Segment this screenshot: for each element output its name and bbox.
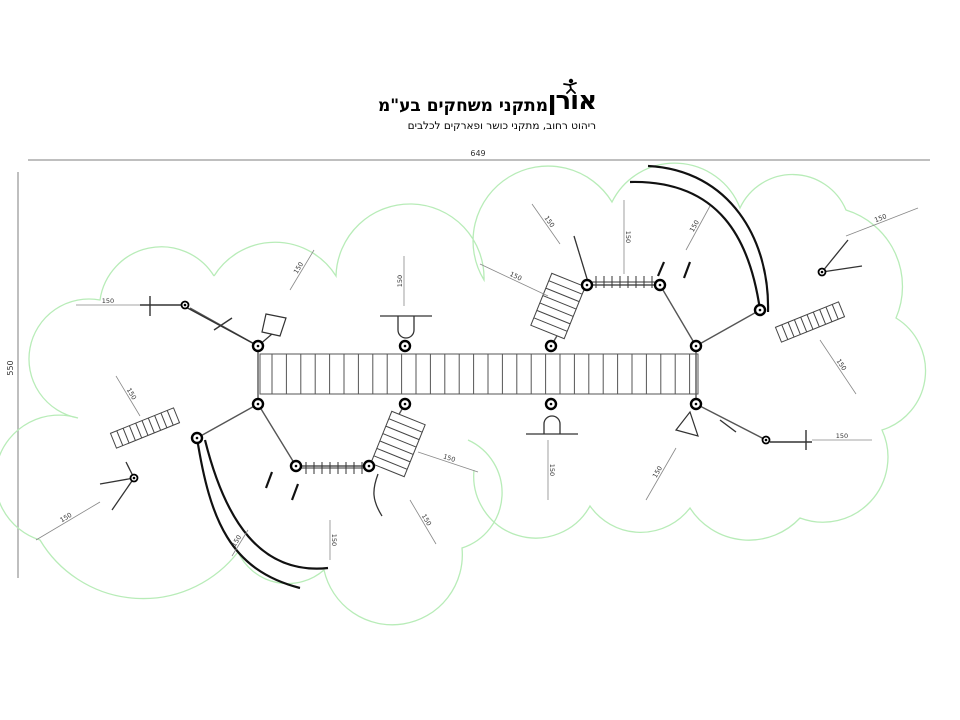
clearance-line [35, 501, 101, 541]
safety-zone-outline [0, 162, 927, 626]
clearance-label: 150 [873, 212, 887, 224]
clearance-line [289, 249, 315, 291]
clearance-label: 150 [836, 432, 848, 440]
ladder-left [109, 407, 181, 449]
clearance-line [531, 203, 561, 245]
height-dimension: 550 [6, 172, 19, 578]
clearance-line [409, 499, 437, 545]
child-jumping-icon [563, 78, 577, 94]
clearance-label: 150 [651, 465, 664, 480]
width-dimension-label: 649 [470, 149, 485, 158]
clearance-line [479, 263, 549, 297]
clearance-label: 150 [230, 534, 243, 549]
logo-mark: אורן [547, 86, 597, 116]
pole-lower [373, 473, 383, 517]
clearance-line [417, 451, 479, 473]
width-dimension: 649 [28, 149, 930, 161]
chain-bridge-upper [590, 276, 656, 288]
climbing-holds-lower [264, 471, 300, 501]
clearance-label: 150 [420, 513, 433, 528]
clearance-label: 150 [125, 387, 138, 402]
clearance-line [231, 529, 249, 557]
pole-upper [573, 235, 589, 283]
clearance-line [685, 205, 711, 251]
clearance-label: 150 [508, 270, 523, 283]
mini-slide-right [674, 410, 699, 437]
clearance-line [115, 375, 141, 417]
clearance-line [845, 207, 919, 237]
mini-slide-left [257, 313, 287, 347]
climbing-net-lower [370, 410, 426, 478]
clearance-label: 150 [542, 214, 556, 229]
rocker-right [821, 239, 863, 273]
company-name: מתקני משחקים בע"מ [377, 96, 548, 116]
clearance-line [819, 339, 857, 395]
side-handle-upper [380, 315, 432, 339]
ladder-right [774, 301, 846, 343]
clearance-label: 150 [442, 452, 456, 464]
clearance-label: 150 [396, 275, 404, 287]
height-dimension-label: 550 [6, 360, 15, 375]
clearance-label: 150 [102, 297, 114, 305]
climbing-holds-upper [656, 261, 692, 279]
posts [129, 267, 827, 483]
tube-slide-left [195, 437, 329, 590]
company-logo: אורן מתקני משחקים בע"מ ריהוט רחוב, מתקני… [360, 78, 600, 138]
side-handle-lower [526, 415, 578, 435]
clearance-label: 150 [292, 261, 305, 276]
clearance-label: 150 [59, 511, 74, 524]
clearance-line [645, 447, 677, 501]
climbing-net-upper [530, 272, 586, 340]
company-tagline: ריהוט רחוב, מתקני כושר ופארקים לכלבים [407, 120, 596, 132]
tube-slide-right [629, 164, 770, 313]
rocker-left [99, 461, 135, 511]
spring-arm-left [140, 296, 259, 347]
main-bridge [259, 353, 699, 395]
clearance-label: 150 [688, 219, 701, 234]
clearance-label: 150 [330, 534, 338, 546]
chain-bridge-lower [300, 462, 365, 474]
clearance-label: 150 [624, 231, 632, 243]
clearance-label: 150 [548, 464, 556, 476]
clearance-label: 150 [835, 357, 849, 372]
spring-arm-right [719, 419, 812, 450]
